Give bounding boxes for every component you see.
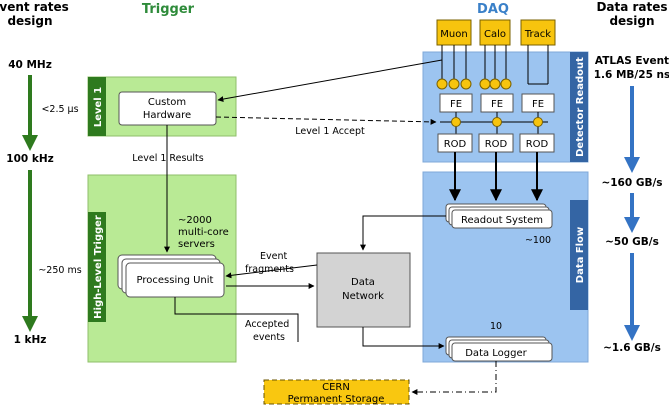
readout-system-label: Readout System (461, 215, 543, 226)
event-rates-header-2: design (7, 14, 52, 28)
cern-storage-label-1: CERN (322, 382, 350, 393)
rate-100khz: 100 kHz (6, 153, 53, 165)
event-fragments-label-2: fragments (245, 264, 294, 275)
atlas-event-label-2: 1.6 MB/25 ns (594, 69, 669, 81)
fe-label-2: FE (491, 99, 503, 110)
data-flow-label: Data Flow (575, 227, 586, 283)
fe-label-1: FE (450, 99, 462, 110)
event-fragments-label-1: Event (260, 251, 287, 262)
data-logger-box (451, 342, 553, 362)
detector-calo-box (479, 19, 511, 46)
accept-nodes (451, 117, 543, 127)
data-network-label-2: Network (342, 291, 384, 302)
custom-hardware-label-2: Hardware (143, 110, 191, 121)
rate-1khz: 1 kHz (14, 334, 47, 346)
readout-system-box (451, 209, 553, 229)
level1-accept-arrow (215, 116, 437, 125)
readout-to-network-arrow (360, 215, 446, 251)
hlt-label: High-Level Trigger (93, 215, 104, 319)
custom-hardware-label-1: Custom (148, 97, 186, 108)
accepted-events-line (174, 297, 299, 342)
atlas-event-label-1: ATLAS Event (595, 55, 669, 67)
cern-storage-label-2: Permanent Storage (288, 394, 385, 405)
detector-track-label: Track (524, 29, 551, 40)
servers-label-3: servers (178, 239, 215, 250)
network-to-logger-arrow (362, 327, 445, 349)
processing-unit-label: Processing Unit (137, 275, 214, 286)
accepted-events-label-1: Accepted (245, 319, 289, 330)
data-logger-label: Data Logger (465, 348, 527, 359)
detector-nodes (436, 78, 512, 90)
event-rates-header-1: Event rates (0, 0, 69, 14)
data-rates-header-2: design (609, 14, 654, 28)
detector-readout-label: Detector Readout (575, 57, 586, 157)
rod-label-2: ROD (485, 139, 508, 150)
data-rates-header-1: Data rates (596, 0, 667, 14)
latency-level1: <2.5 μs (41, 104, 78, 115)
data-rate-1-6: ~1.6 GB/s (603, 342, 661, 354)
accepted-events-label-2: events (253, 332, 285, 343)
daq-header: DAQ (477, 2, 509, 17)
data-rate-50: ~50 GB/s (605, 236, 659, 248)
level1-label: Level 1 (93, 87, 104, 127)
servers-label-2: multi-core (178, 227, 229, 238)
level1-tab (88, 77, 106, 136)
rod-label-1: ROD (444, 139, 467, 150)
detector-track-box (520, 19, 556, 46)
latency-hlt: ~250 ms (38, 265, 81, 276)
servers-label-1: ~2000 (178, 215, 212, 226)
level1-accept-label: Level 1 Accept (295, 126, 365, 137)
network-to-processing-arrow (225, 264, 318, 279)
data-logger-count-label: 10 (490, 321, 502, 332)
readout-count-label: ~100 (525, 235, 551, 246)
readout-to-hardware-arrow (217, 59, 443, 103)
trigger-header: Trigger (142, 2, 195, 17)
detector-feed-lines (441, 45, 549, 84)
detector-muon-box (436, 19, 472, 46)
data-flow-tab (570, 200, 588, 310)
logger-to-storage-arrow (411, 361, 497, 395)
data-network-label-1: Data (351, 277, 375, 288)
rod-label-3: ROD (526, 139, 549, 150)
detector-readout-tab (570, 52, 588, 162)
data-flow-box (422, 171, 589, 363)
detector-muon-label: Muon (440, 29, 467, 40)
detector-calo-label: Calo (484, 29, 506, 40)
level1-results-label: Level 1 Results (132, 153, 204, 164)
fe-label-3: FE (532, 99, 544, 110)
hlt-tab (88, 212, 106, 322)
data-rate-160: ~160 GB/s (601, 177, 662, 189)
rate-40mhz: 40 MHz (8, 59, 52, 71)
cern-storage-box (263, 379, 410, 405)
data-network-box (316, 252, 411, 328)
